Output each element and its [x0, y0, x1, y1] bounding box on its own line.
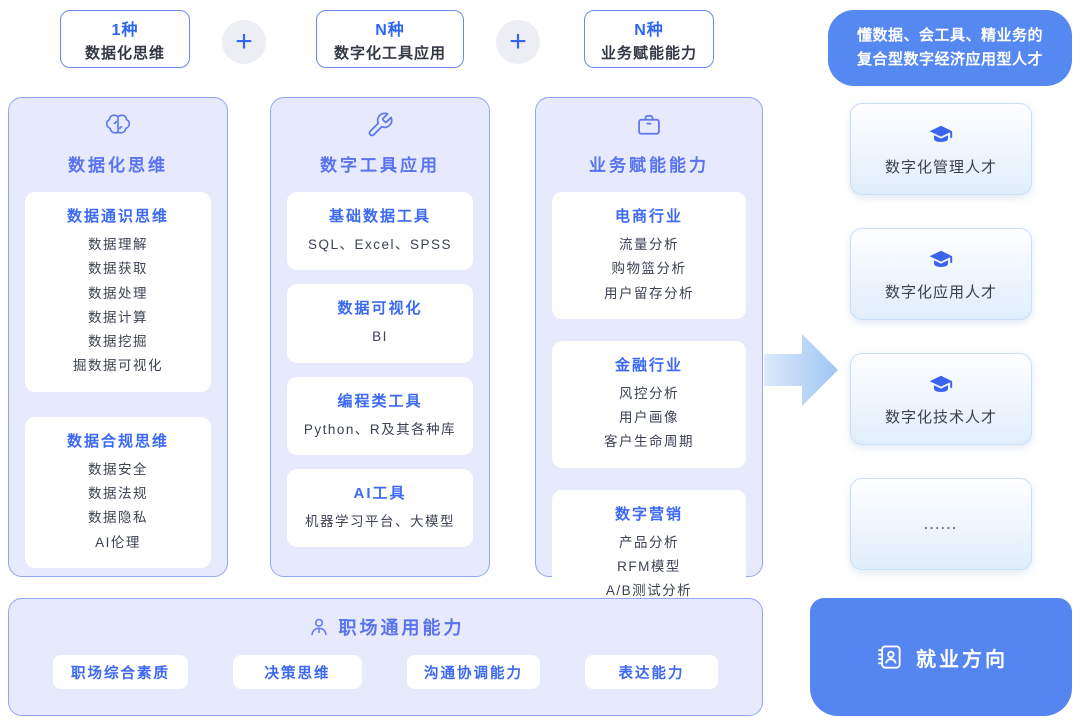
panel-header: 业务赋能能力 [536, 98, 762, 176]
group-item: 机器学习平台、大模型 [305, 513, 455, 529]
general-skills-title: 职场通用能力 [338, 618, 465, 638]
contact-book-icon [874, 642, 904, 672]
talent-label: 数字化技术人才 [884, 408, 997, 426]
group-item: A/B测试分析 [605, 583, 693, 599]
group-item: 购物篮分析 [611, 261, 687, 277]
group-title: AI工具 [353, 484, 407, 502]
talent-label: 数字化管理人才 [884, 158, 997, 176]
talent-box-technology: 数字化技术人才 [850, 353, 1032, 445]
panel-business-enablement: 业务赋能能力 电商行业 流量分析 购物篮分析 用户留存分析 金融行业 风控分析 … [535, 97, 763, 617]
panel-title: 数字工具应用 [320, 156, 440, 175]
group-title: 金融行业 [614, 356, 683, 374]
group-item: 用户留存分析 [604, 285, 694, 301]
term-count: N种 [375, 21, 405, 39]
group-title: 数字营销 [614, 505, 683, 523]
group-item: 流量分析 [619, 237, 679, 252]
term-label: 数字化工具应用 [333, 44, 446, 62]
employment-direction-label: 就业方向 [916, 648, 1008, 671]
term-box-data-thinking: 1种 数据化思维 [60, 10, 190, 68]
group-item: 数据理解 [88, 237, 148, 252]
group-title: 数据可视化 [337, 300, 423, 318]
goal-banner: 懂数据、会工具、精业务的 复合型数字经济应用型人才 [828, 10, 1072, 86]
graduation-cap-icon [928, 122, 954, 148]
group-item: AI伦理 [95, 534, 141, 550]
brain-icon [103, 111, 133, 141]
group-item: Python、R及其各种库 [303, 421, 457, 437]
group-title: 数据通识思维 [66, 208, 169, 225]
goal-line2: 复合型数字经济应用型人才 [856, 51, 1043, 68]
group-title: 基础数据工具 [328, 208, 431, 225]
plus-icon: + [496, 20, 540, 64]
panel-title: 数据化思维 [68, 156, 168, 175]
group-programming-tools: 编程类工具 Python、R及其各种库 [287, 376, 473, 455]
panel-digital-tools: 数字工具应用 基础数据工具 SQL、Excel、SPSS 数据可视化 BI 编程… [270, 97, 490, 577]
term-label: 业务赋能能力 [600, 44, 697, 62]
panel-title: 业务赋能能力 [589, 156, 709, 175]
ellipsis-label: ...... [924, 516, 958, 532]
panel-general-skills: 职场通用能力 职场综合素质 决策思维 沟通协调能力 表达能力 [8, 598, 763, 716]
group-item: BI [372, 329, 388, 345]
skill-pill: 决策思维 [233, 655, 362, 689]
term-label: 数据化思维 [84, 44, 165, 62]
talent-box-more: ...... [850, 478, 1032, 570]
group-item: 产品分析 [619, 534, 679, 550]
term-count: N种 [634, 21, 664, 39]
graduation-cap-icon [928, 247, 954, 273]
skill-pill: 职场综合素质 [53, 655, 188, 689]
term-box-business-enablement: N种 业务赋能能力 [584, 10, 714, 68]
panel-data-thinking: 数据化思维 数据通识思维 数据理解 数据获取 数据处理 数据计算 数据挖掘 掘数… [8, 97, 228, 577]
employment-direction-box: 就业方向 [810, 598, 1072, 716]
talent-box-management: 数字化管理人才 [850, 103, 1032, 195]
talent-box-application: 数字化应用人才 [850, 228, 1032, 320]
general-skills-header: 职场通用能力 [9, 599, 762, 640]
group-basic-tools: 基础数据工具 SQL、Excel、SPSS [287, 192, 473, 271]
plus-icon: + [222, 20, 266, 64]
group-finance: 金融行业 风控分析 用户画像 客户生命周期 [552, 340, 746, 468]
group-data-visualization: 数据可视化 BI [287, 284, 473, 363]
skill-pill: 沟通协调能力 [407, 655, 540, 689]
group-title: 编程类工具 [337, 392, 423, 410]
graduation-cap-icon [928, 372, 954, 398]
group-item: 数据计算 [88, 309, 148, 325]
group-item: 风控分析 [619, 385, 679, 401]
group-item: 数据隐私 [88, 510, 148, 526]
person-icon [307, 615, 331, 639]
group-item: 用户画像 [619, 410, 679, 426]
group-title: 数据合规思维 [66, 432, 169, 450]
group-item: 数据挖掘 [88, 334, 148, 350]
group-data-literacy: 数据通识思维 数据理解 数据获取 数据处理 数据计算 数据挖掘 掘数据可视化 [25, 192, 211, 392]
group-item: SQL、Excel、SPSS [307, 237, 453, 252]
panel-header: 数字工具应用 [271, 98, 489, 176]
wrench-icon [366, 111, 394, 141]
briefcase-icon [635, 111, 663, 141]
group-data-compliance: 数据合规思维 数据安全 数据法规 数据隐私 AI伦理 [25, 416, 211, 568]
group-item: 数据安全 [88, 461, 148, 477]
term-count: 1种 [111, 21, 139, 39]
talent-label: 数字化应用人才 [884, 283, 997, 301]
group-ecommerce: 电商行业 流量分析 购物篮分析 用户留存分析 [552, 192, 746, 319]
group-item: RFM模型 [617, 559, 681, 575]
skill-pill: 表达能力 [585, 655, 718, 689]
group-digital-marketing: 数字营销 产品分析 RFM模型 A/B测试分析 [552, 489, 746, 617]
right-arrow-icon [764, 330, 838, 410]
group-item: 数据获取 [88, 261, 148, 277]
group-title: 电商行业 [614, 208, 683, 225]
group-item: 掘数据可视化 [73, 358, 163, 374]
goal-line1: 懂数据、会工具、精业务的 [856, 27, 1043, 44]
term-box-digital-tools: N种 数字化工具应用 [316, 10, 464, 68]
group-ai-tools: AI工具 机器学习平台、大模型 [287, 468, 473, 548]
panel-header: 数据化思维 [9, 98, 227, 176]
group-item: 数据处理 [88, 285, 148, 301]
group-item: 客户生命周期 [604, 434, 694, 450]
group-item: 数据法规 [88, 486, 148, 502]
